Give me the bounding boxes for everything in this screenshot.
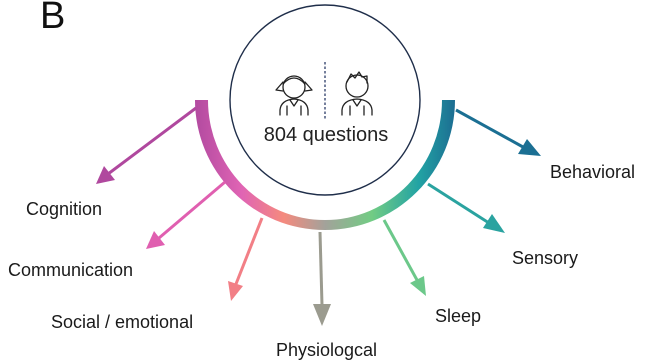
boy-icon [341, 71, 373, 116]
question-count: 804 questions [264, 124, 389, 146]
label-sleep: Sleep [435, 306, 481, 326]
arrow-communication [146, 180, 226, 249]
category-arrows [96, 106, 541, 326]
girl-icon [275, 75, 313, 116]
arrow-physiological [313, 231, 331, 326]
arrow-cognition [96, 106, 197, 184]
label-social: Social / emotional [51, 312, 193, 332]
label-communication: Communication [8, 260, 133, 280]
label-physiological: Physiologcal [276, 340, 377, 360]
panel-letter: B [40, 0, 65, 37]
label-behavioral: Behavioral [550, 162, 635, 182]
arrow-sleep [382, 219, 426, 296]
arrow-sensory [427, 182, 505, 233]
arrow-behavioral [455, 108, 541, 156]
label-sensory: Sensory [512, 248, 578, 268]
label-cognition: Cognition [26, 199, 102, 219]
arrow-social [228, 217, 264, 301]
